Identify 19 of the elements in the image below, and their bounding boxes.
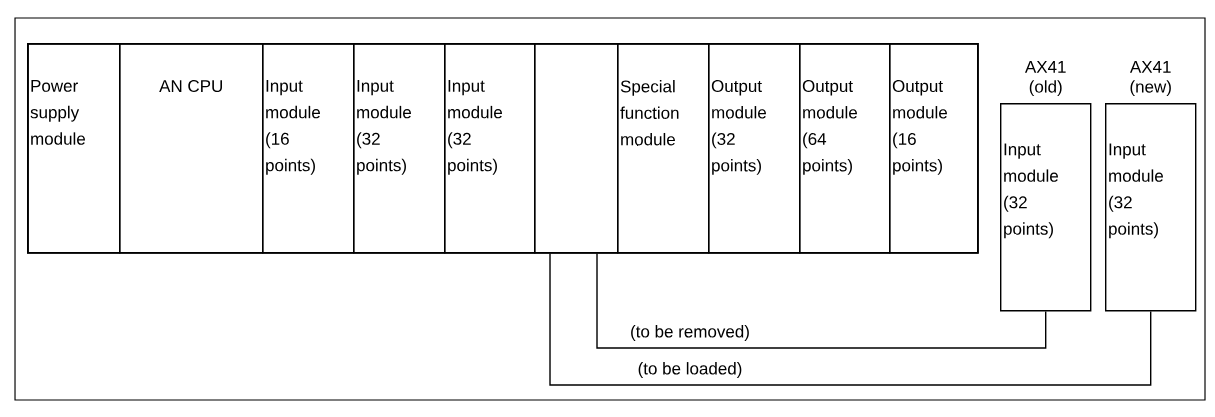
slot-box: Input module (32 points) <box>353 43 446 254</box>
rack-box <box>27 43 979 254</box>
edge-label: (to be loaded) <box>636 360 744 380</box>
slot-box: Output module (16 points) <box>889 43 979 254</box>
slot-box: Output module (64 points) <box>799 43 891 254</box>
empty-slot-box <box>534 43 619 254</box>
slot-box: AN CPU <box>119 43 264 254</box>
slot-box: Input module (16 points) <box>262 43 355 254</box>
slot-box: Output module (32 points) <box>708 43 801 254</box>
module-heading: AX41 (old) <box>1024 61 1066 97</box>
connector-line <box>549 252 1152 386</box>
edge-label: (to be removed) <box>628 323 752 343</box>
module-box: Input module (32 points) <box>1105 103 1197 312</box>
connector-line <box>596 252 1047 349</box>
slot-box: Power supply module <box>27 43 121 254</box>
module-heading: AX41 (new) <box>1129 61 1171 97</box>
slot-box: Input module (32 points) <box>444 43 536 254</box>
module-box: Input module (32 points) <box>1000 103 1092 312</box>
slot-box: Special function module <box>617 43 710 254</box>
